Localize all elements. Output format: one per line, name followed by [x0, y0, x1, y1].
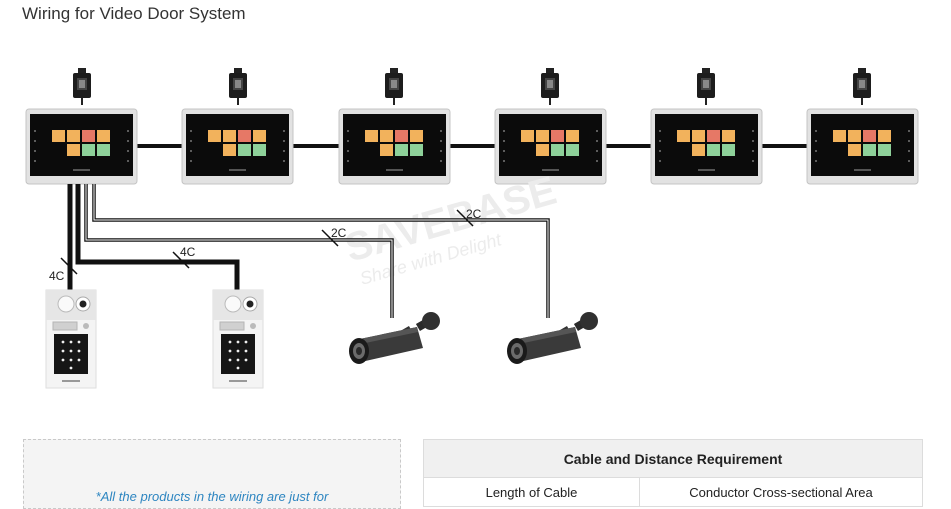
indoor-monitor: [25, 108, 138, 185]
cable-tick: [60, 257, 78, 275]
cable-tick: [321, 229, 339, 247]
indoor-monitor: [650, 108, 763, 185]
cable-requirement-table: Cable and Distance Requirement Length of…: [423, 439, 923, 507]
power-supply: [541, 68, 559, 105]
indoor-monitor: [494, 108, 607, 185]
cable-label-doorbell-1: 4C: [49, 269, 65, 283]
diagram-title: Wiring for Video Door System: [22, 4, 246, 23]
door-station: [212, 289, 264, 389]
cable-label-doorbell-2: 4C: [180, 245, 196, 259]
table-header-row: Length of Cable Conductor Cross-sectiona…: [423, 477, 923, 507]
cable-doorbell-2: [75, 184, 240, 290]
indoor-monitor: [181, 108, 294, 185]
cable-label-camera-1: 2C: [331, 226, 347, 240]
cable-tick: [172, 251, 190, 269]
cable-camera-1-core: [85, 184, 393, 318]
power-supply: [385, 68, 403, 105]
power-supply: [229, 68, 247, 105]
power-supply: [853, 68, 871, 105]
door-station: [45, 289, 97, 389]
power-supply: [73, 68, 91, 105]
bullet-camera: [507, 312, 598, 364]
bullet-camera: [349, 312, 440, 364]
note-box: *All the products in the wiring are just…: [23, 439, 401, 509]
note-text: *All the products in the wiring are just…: [95, 489, 329, 504]
indoor-monitor: [338, 108, 451, 185]
wiring-diagram: SAVEBASE Share with Delight 4C 4C 2C 2C: [25, 68, 919, 389]
cable-camera-2-core: [93, 184, 549, 318]
column-header: Length of Cable: [423, 477, 640, 507]
power-supply: [697, 68, 715, 105]
indoor-monitor: [806, 108, 919, 185]
cable-label-camera-2: 2C: [466, 207, 482, 221]
table-title: Cable and Distance Requirement: [423, 439, 923, 478]
cable-tick: [456, 209, 474, 227]
column-header: Conductor Cross-sectional Area: [639, 477, 923, 507]
